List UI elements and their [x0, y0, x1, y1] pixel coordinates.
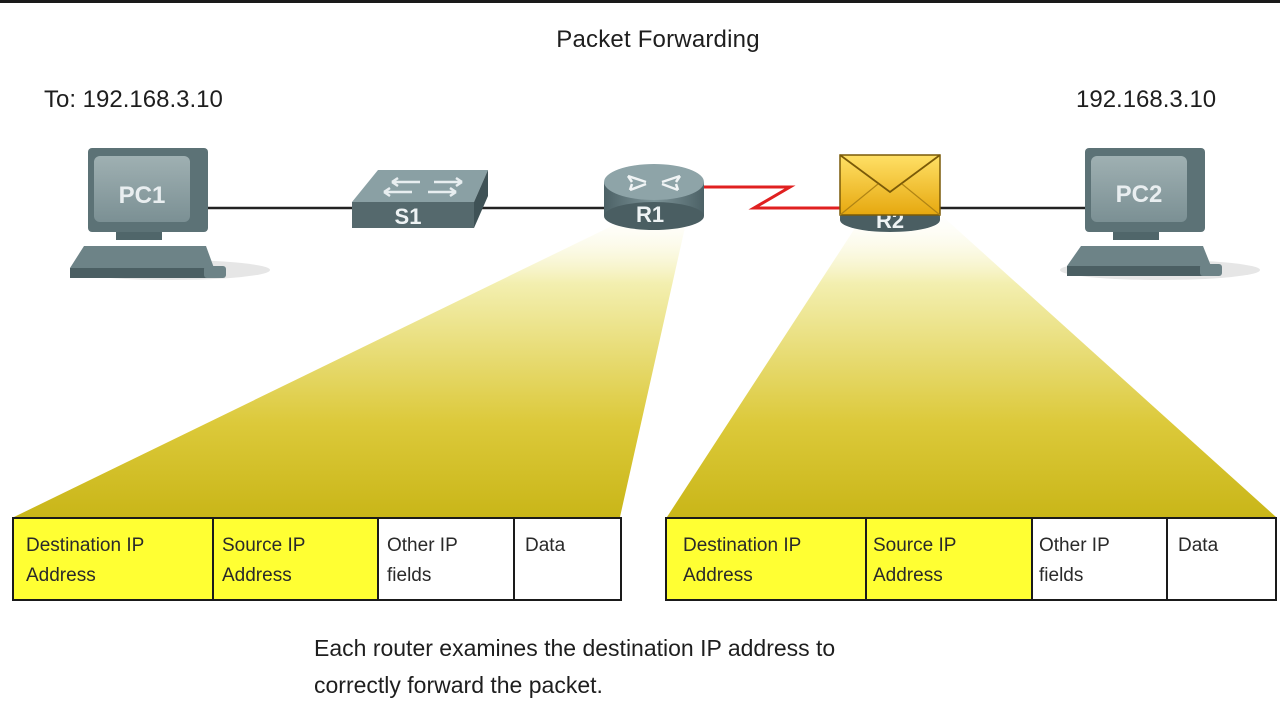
- pc2-label: PC2: [1116, 181, 1163, 208]
- data-field: Data: [525, 535, 566, 556]
- pc1-label: PC1: [119, 182, 166, 209]
- packet-header-r1: Destination IP Address Source IP Address…: [12, 517, 622, 601]
- destination-address-label: To: 192.168.3.10: [44, 86, 223, 113]
- other-ip-fields: Other IP fields: [379, 519, 515, 599]
- top-border: [0, 0, 1280, 3]
- pc2-computer-icon: [1060, 148, 1260, 280]
- other-ip-fields: Other IP fields: [1033, 519, 1168, 599]
- s1-label: S1: [395, 204, 422, 229]
- s1-switch-icon: [352, 170, 488, 228]
- data-field: Data: [1178, 535, 1219, 556]
- destination-ip-field: Destination IP Address: [667, 519, 867, 599]
- examination-beam-r1: [14, 205, 690, 517]
- r1-router-icon: [604, 164, 704, 230]
- diagram-title: Packet Forwarding: [556, 26, 760, 53]
- packet-header-r2: Destination IP Address Source IP Address…: [665, 517, 1277, 601]
- r1-label: R1: [636, 202, 664, 227]
- source-ip-field: Source IP Address: [867, 519, 1033, 599]
- examination-beam-r2: [667, 205, 1276, 517]
- caption: Each router examines the destination IP …: [314, 635, 836, 698]
- pc1-computer-icon: [70, 148, 270, 280]
- destination-ip-field: Destination IP Address: [14, 519, 214, 599]
- pc2-address-label: 192.168.3.10: [1076, 86, 1217, 113]
- serial-link-r1-r2: [704, 185, 842, 210]
- source-ip-field: Source IP Address: [214, 519, 379, 599]
- packet-envelope-icon: [839, 154, 941, 216]
